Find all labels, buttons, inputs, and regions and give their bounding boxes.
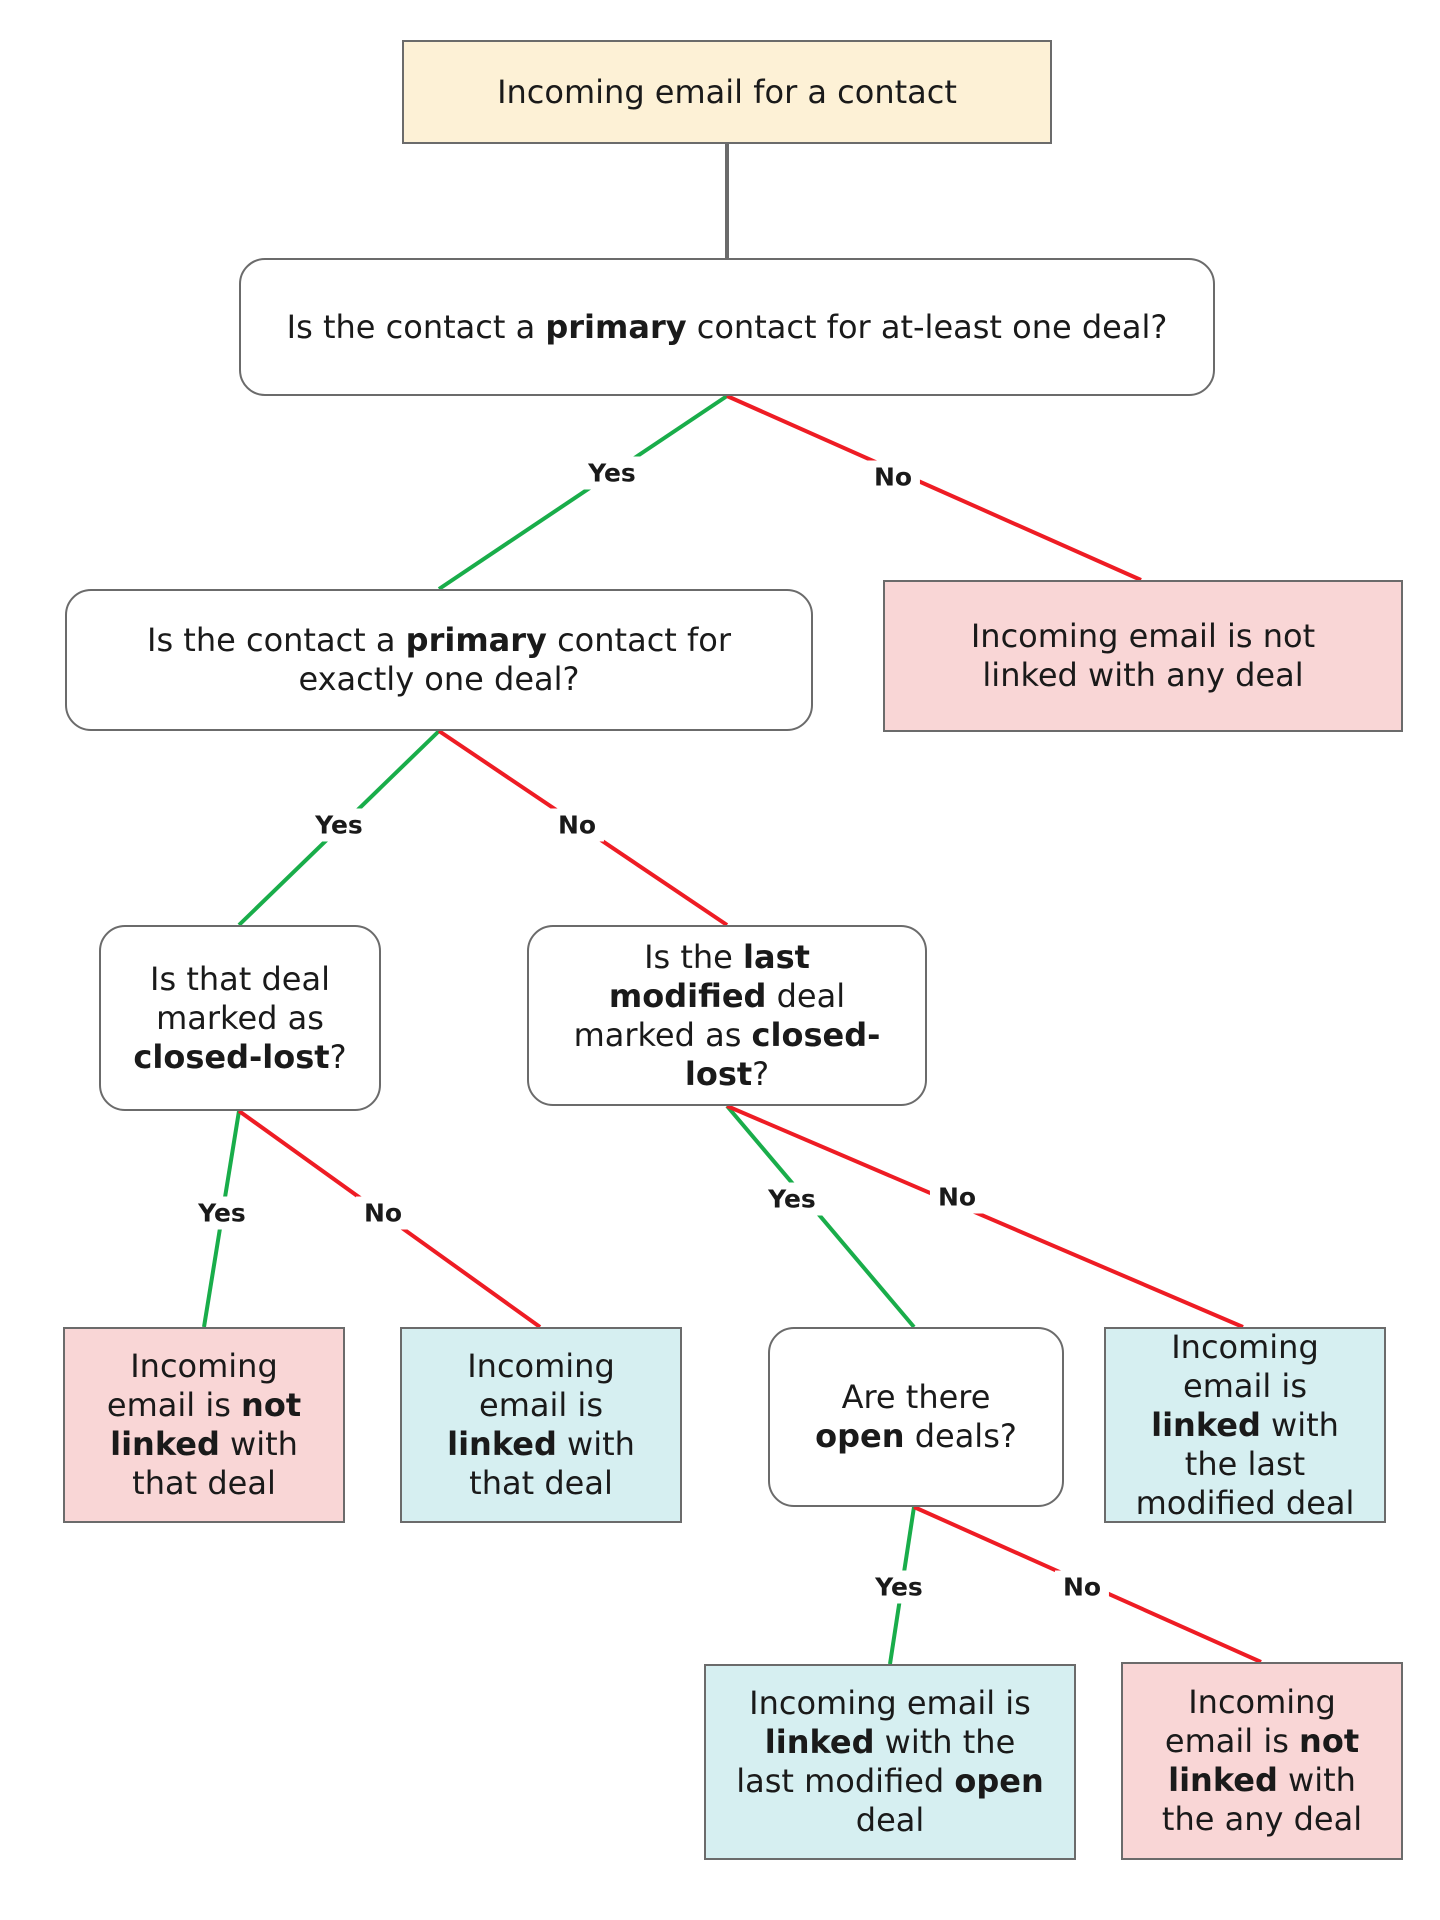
node-text: with the any deal [1161, 1761, 1363, 1838]
node-text: ? [329, 1037, 347, 1076]
node-text: with the last modified [736, 1723, 1016, 1800]
decision-open-deals-text: Are there open deals? [800, 1378, 1032, 1456]
node-text: Incoming email is [1171, 1327, 1319, 1405]
node-text: Is the [644, 937, 744, 976]
node-text: Incoming email is [467, 1347, 615, 1424]
result-not-linked-that-deal: Incoming email is not linked with that d… [63, 1327, 345, 1523]
result-linked-that-deal: Incoming email is linked with that deal [400, 1327, 682, 1523]
result-linked-last-modified-deal: Incoming email is linked with the last m… [1104, 1327, 1386, 1523]
node-text: Incoming email is [106, 1347, 278, 1424]
decision-open-deals: Are there open deals? [768, 1327, 1064, 1507]
result-not-linked-any-deal-text: Incoming email is not linked with any de… [945, 617, 1341, 695]
start-node: Incoming email for a contact [402, 40, 1052, 144]
emphasis-text: open [954, 1762, 1044, 1800]
edge-label-q3-yes: Yes [190, 1196, 254, 1230]
emphasis-text: linked [764, 1723, 875, 1761]
node-text: contact for at-least one deal? [686, 307, 1168, 346]
node-text: Incoming email for a contact [497, 72, 957, 111]
decision-last-modified-closed-lost-text: Is the last modified deal marked as clos… [569, 938, 885, 1094]
emphasis-text: linked [1151, 1405, 1261, 1444]
emphasis-text: primary [405, 621, 547, 659]
node-text: ? [752, 1054, 770, 1093]
node-text: Is the contact a [147, 621, 406, 659]
node-text: with that deal [469, 1425, 635, 1502]
result-linked-last-modified-open-deal-text: Incoming email is linked with the last m… [736, 1684, 1044, 1840]
edge-label-q4-no: No [929, 1180, 985, 1214]
emphasis-text: open [815, 1417, 905, 1455]
decision-primary-exactly-one-text: Is the contact a primary contact for exa… [107, 621, 771, 699]
start-node-text: Incoming email for a contact [497, 73, 957, 112]
result-linked-last-modified-deal-text: Incoming email is linked with the last m… [1128, 1328, 1362, 1523]
decision-deal-closed-lost: Is that deal marked as closed-lost? [99, 925, 381, 1111]
edge-label-q5-yes: Yes [867, 1570, 931, 1604]
edge-label-q2-yes: Yes [307, 808, 371, 842]
node-text: with the last modified deal [1135, 1405, 1355, 1522]
emphasis-text: closed-lost [684, 1015, 881, 1093]
edge-q1-yes [437, 394, 729, 591]
node-text: deals? [904, 1417, 1017, 1455]
result-not-linked-that-deal-text: Incoming email is not linked with that d… [83, 1347, 325, 1503]
node-text: deal [855, 1801, 925, 1839]
emphasis-text: linked [447, 1425, 557, 1463]
emphasis-text: not linked [110, 1386, 302, 1463]
node-text: Is that deal marked as [150, 959, 330, 1037]
edge-label-q4-yes: Yes [760, 1182, 824, 1216]
edge-q4-yes [725, 1104, 916, 1329]
decision-primary-exactly-one: Is the contact a primary contact for exa… [65, 589, 813, 731]
edge-label-q3-no: No [355, 1196, 411, 1230]
result-not-linked-any-deal-final: Incoming email is not linked with the an… [1121, 1662, 1403, 1860]
node-text: Incoming email is not linked with any de… [970, 617, 1316, 694]
node-text: contact for exactly one deal? [298, 621, 731, 698]
result-linked-last-modified-open-deal: Incoming email is linked with the last m… [704, 1664, 1076, 1860]
emphasis-text: last modified [608, 937, 810, 1015]
node-text: Incoming email is [749, 1684, 1031, 1722]
decision-deal-closed-lost-text: Is that deal marked as closed-lost? [131, 960, 349, 1077]
emphasis-text: not linked [1168, 1722, 1360, 1799]
edge-q1-no [726, 394, 1142, 582]
edge-label-q5-no: No [1054, 1570, 1110, 1604]
node-text: deal marked as [573, 976, 846, 1054]
edge-label-q1-no: No [865, 460, 921, 494]
decision-last-modified-closed-lost: Is the last modified deal marked as clos… [527, 925, 927, 1106]
node-text: Are there [841, 1378, 991, 1416]
decision-primary-at-least-one: Is the contact a primary contact for at-… [239, 258, 1215, 396]
result-not-linked-any-deal-final-text: Incoming email is not linked with the an… [1145, 1683, 1379, 1839]
edge-label-q1-yes: Yes [580, 456, 644, 490]
node-text: Is the contact a [286, 307, 546, 346]
edge-label-q2-no: No [549, 808, 605, 842]
decision-primary-at-least-one-text: Is the contact a primary contact for at-… [287, 308, 1168, 347]
result-linked-that-deal-text: Incoming email is linked with that deal [420, 1347, 662, 1503]
node-text: Incoming email is [1164, 1683, 1336, 1760]
emphasis-text: primary [545, 307, 687, 346]
emphasis-text: closed-lost [133, 1037, 330, 1076]
edge-q4-no [726, 1104, 1244, 1329]
result-not-linked-any-deal: Incoming email is not linked with any de… [883, 580, 1403, 732]
node-text: with that deal [132, 1425, 298, 1502]
